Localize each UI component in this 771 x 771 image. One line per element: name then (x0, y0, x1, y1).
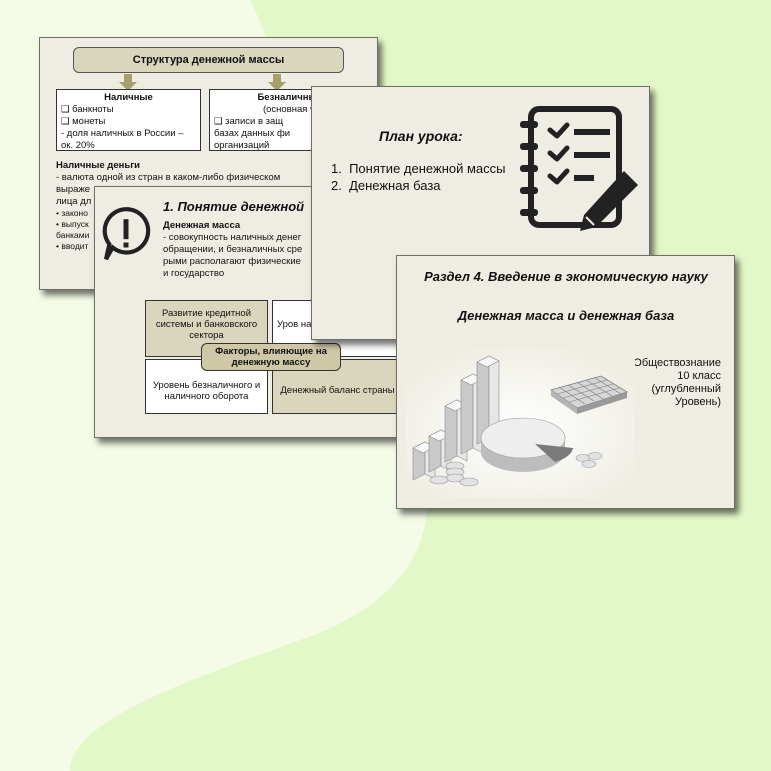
cash-item: ок. 20% (61, 140, 95, 151)
noncash-line: ❑ записи в защ (214, 116, 284, 127)
factors-diagram: Развитие кредитной системы и банковского… (145, 300, 399, 414)
slide-title: План урока: (379, 128, 463, 144)
slide-title: Структура денежной массы (73, 47, 344, 73)
slide-title: 1. Понятие денежной (163, 199, 305, 214)
noncash-line: базах данных фи (214, 128, 291, 139)
cash-money-line: • законо (56, 208, 88, 218)
cash-money-line: • выпуск (56, 219, 89, 229)
term: Денежная масса (163, 220, 241, 231)
definition-line: и государство (163, 268, 225, 279)
definition-line: рыми располагают физические (163, 256, 301, 267)
section-title: Раздел 4. Введение в экономическую науку (424, 269, 708, 284)
arrow-down-icon (119, 74, 137, 91)
definition: Денежная масса - совокупность наличных д… (163, 220, 399, 280)
cash-title: Наличные (104, 92, 153, 103)
notebook-checklist-pencil-icon (520, 106, 638, 231)
cash-money-title: Наличные деньги (56, 160, 140, 171)
cash-item: - доля наличных в России – (61, 128, 184, 139)
cash-money-text: Наличные деньги - валюта одной из стран … (56, 160, 376, 252)
noncash-title: Безналичные д (257, 92, 331, 103)
cash-money-line: - валюта одной из стран в каком-либо физ… (56, 172, 281, 183)
meta-line: Обществознание (633, 357, 721, 369)
plan-item: 2. Денежная база (331, 178, 441, 193)
meta-line: Уровень) (674, 396, 721, 408)
cash-money-line: лица дл (56, 196, 92, 207)
plan-item: 1. Понятие денежной массы (331, 161, 506, 176)
arrow-down-icon (268, 74, 286, 91)
meta-line: 10 класс (677, 370, 721, 382)
cash-box: Наличные ❑ банкноты ❑ монеты - доля нали… (56, 89, 201, 151)
section-meta: Обществознание 10 класс (углубленный Уро… (609, 357, 721, 409)
slide-section-title: Раздел 4. Введение в экономическую науку… (396, 255, 735, 509)
cash-money-line: банками (56, 230, 90, 240)
section-subtitle: Денежная масса и денежная база (457, 308, 675, 323)
noncash-line: (основная час (262, 104, 326, 115)
noncash-line: организаций (214, 140, 270, 151)
cash-money-line: выраже (56, 184, 91, 195)
3d-bar-chart-pie-calculator-coins-icon (405, 348, 635, 498)
exclamation-speech-bubble-icon (102, 207, 151, 261)
definition-line: - совокупность наличных денег (163, 232, 302, 243)
cash-item: ❑ монеты (61, 116, 106, 127)
meta-line: (углубленный (651, 383, 721, 395)
slide-money-structure: Структура денежной массы Наличные ❑ банк… (39, 37, 378, 290)
cash-money-line: • вводит (56, 241, 89, 251)
factors-center-label: Факторы, влияющие на денежную массу (201, 343, 341, 371)
definition-line: обращении, и безналичных сре (163, 244, 303, 255)
plan-list: 1. Понятие денежной массы 2. Денежная ба… (331, 160, 505, 194)
cash-item: ❑ банкноты (61, 104, 114, 115)
